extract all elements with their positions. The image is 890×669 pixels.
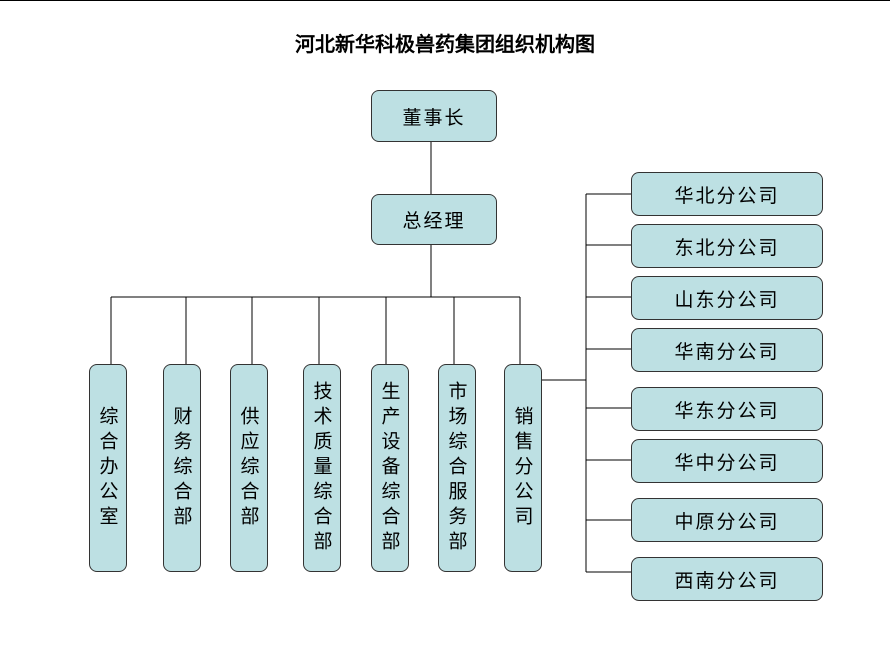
- general-manager-node: 总经理: [371, 194, 497, 245]
- dept-node-sales: 销售分公司: [504, 364, 542, 572]
- dept-node-production: 生产设备综合部: [371, 364, 409, 572]
- chart-title: 河北新华科极兽药集团组织机构图: [295, 32, 595, 56]
- dept-node-market: 市场综合服务部: [438, 364, 476, 572]
- branch-node-zhongyuan: 中原分公司: [631, 498, 823, 542]
- branch-node-northeast: 东北分公司: [631, 224, 823, 268]
- branch-node-central-china: 华中分公司: [631, 439, 823, 483]
- dept-node-finance: 财务综合部: [163, 364, 201, 572]
- dept-node-supply: 供应综合部: [230, 364, 268, 572]
- branch-node-north-china: 华北分公司: [631, 172, 823, 216]
- top-border: [0, 0, 890, 1]
- branch-node-south-china: 华南分公司: [631, 328, 823, 372]
- chairman-node: 董事长: [371, 90, 497, 142]
- dept-node-tech-quality: 技术质量综合部: [303, 364, 341, 572]
- branch-node-shandong: 山东分公司: [631, 276, 823, 320]
- dept-node-general-office: 综合办公室: [89, 364, 127, 572]
- branch-node-southwest: 西南分公司: [631, 557, 823, 601]
- branch-node-east-china: 华东分公司: [631, 387, 823, 431]
